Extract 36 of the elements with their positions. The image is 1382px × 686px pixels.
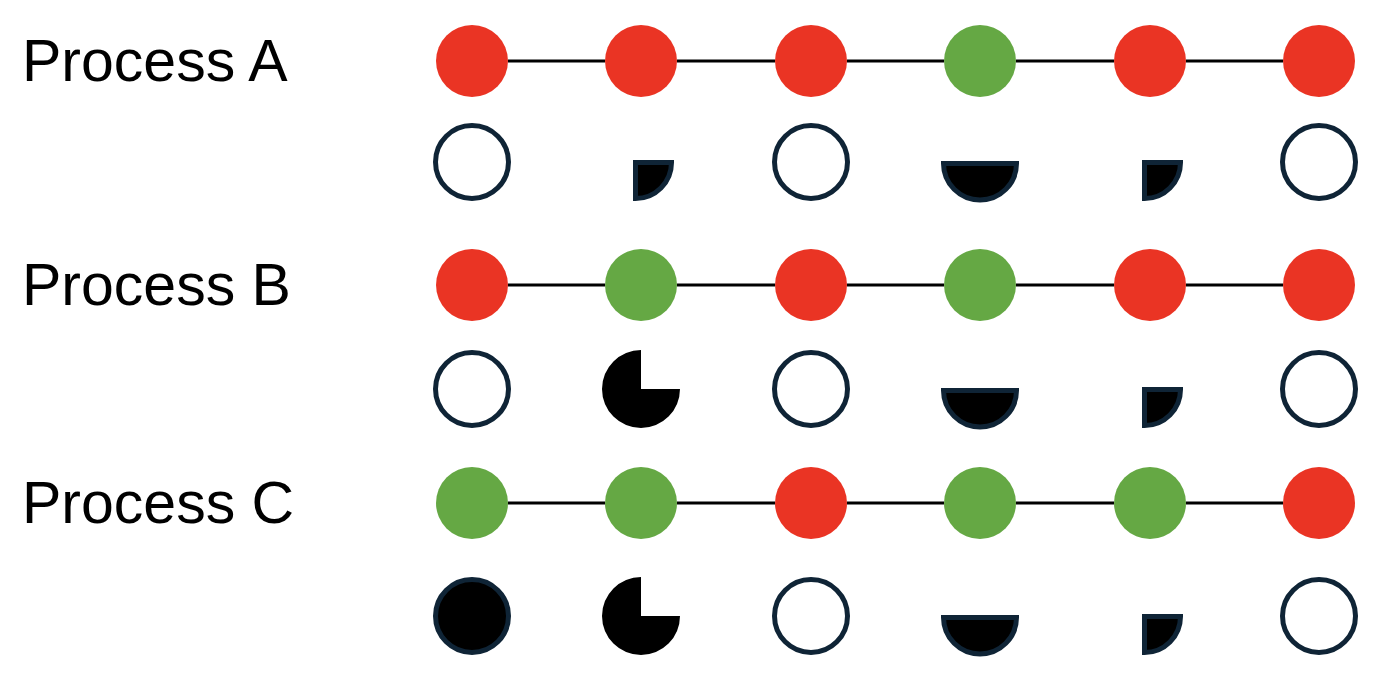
filled-disc-icon	[433, 577, 511, 655]
connector-line	[508, 501, 605, 505]
quarter-pie-icon	[1142, 614, 1183, 655]
ring-icon	[1280, 577, 1358, 655]
connector-line	[847, 59, 944, 63]
quarter-pie-icon	[633, 160, 674, 201]
ring-icon	[433, 350, 511, 428]
ring-icon	[433, 123, 511, 201]
connector-line	[847, 501, 944, 505]
ring-icon	[772, 350, 850, 428]
half-pie-icon	[941, 388, 1019, 429]
connector-line	[1186, 59, 1283, 63]
quarter-pie-icon	[1142, 160, 1183, 201]
row-label: Process B	[22, 251, 291, 320]
ring-icon	[1280, 350, 1358, 428]
connector-line	[1016, 59, 1114, 63]
three-quarter-pie-icon	[602, 350, 680, 428]
connector-line	[1186, 283, 1283, 287]
three-quarter-pie-icon	[602, 577, 680, 655]
connector-line	[508, 283, 605, 287]
row-label: Process A	[22, 27, 288, 96]
connector-line	[1016, 501, 1114, 505]
connector-line	[677, 59, 775, 63]
half-pie-icon	[941, 161, 1019, 202]
half-pie-icon	[941, 615, 1019, 656]
ring-icon	[772, 123, 850, 201]
ring-icon	[1280, 123, 1358, 201]
connector-line	[1186, 501, 1283, 505]
connector-line	[677, 501, 775, 505]
connector-line	[847, 283, 944, 287]
connector-line	[677, 283, 775, 287]
quarter-pie-icon	[1142, 387, 1183, 428]
row-label: Process C	[22, 469, 295, 538]
connector-line	[1016, 283, 1114, 287]
connector-line	[508, 59, 605, 63]
ring-icon	[772, 577, 850, 655]
